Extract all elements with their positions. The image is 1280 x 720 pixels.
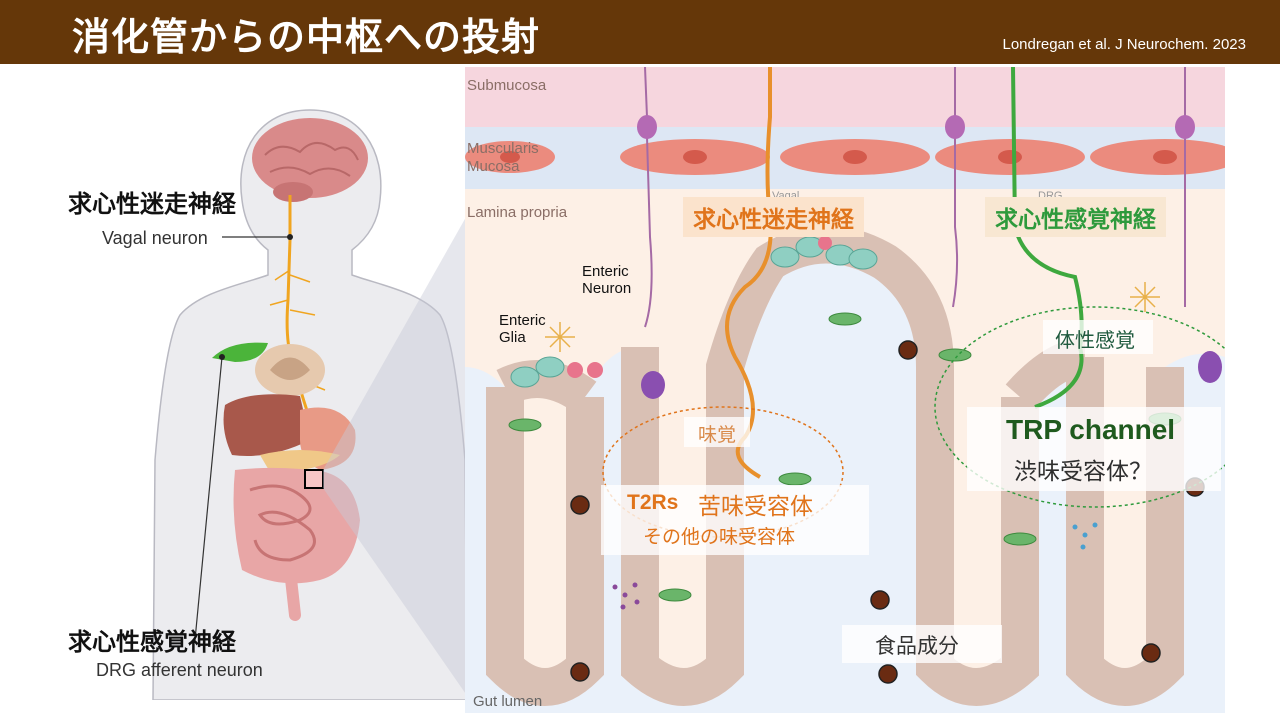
astringent-label: 渋味受容体？ (1014, 459, 1152, 485)
citation: Londregan et al. J Neurochem. 2023 (1002, 36, 1247, 53)
enteric-neuron-line-1: Enteric (582, 263, 629, 280)
other-taste-label: その他の味受容体 (643, 526, 796, 548)
vagal-label-en: Vagal neuron (102, 228, 208, 248)
sensory-tag: 求心性感覚神経 (985, 197, 1166, 237)
enteric-glia-line-1: Enteric (499, 312, 546, 329)
taste-label: 味覚 (698, 424, 737, 446)
enteric-glia-label: Enteric Glia (499, 312, 546, 346)
gut-wall-diagram: Submucosa Muscularis Mucosa Lamina propr… (465, 67, 1225, 713)
trp-region-ellipse (934, 306, 1225, 508)
food-box (842, 625, 1002, 663)
layer-gut-lumen: Gut lumen (473, 693, 543, 710)
enteric-neuron-line-2: Neuron (582, 280, 632, 297)
page-title: 消化管からの中枢への投射 (72, 15, 541, 59)
human-body-illustration (152, 109, 470, 700)
food-label: 食品成分 (875, 634, 959, 658)
trp-channel-label: TRP channel (1006, 414, 1176, 445)
trp-box (967, 407, 1221, 491)
layer-muscularis-1: Muscularis (467, 140, 539, 157)
enteric-neuron-label: Enteric Neuron (582, 263, 631, 297)
enteric-glia-line-2: Glia (499, 329, 526, 346)
layer-muscularis-2: Mucosa (467, 158, 520, 175)
t2rs-label: T2Rs (627, 491, 679, 514)
gut-wall-graphic (465, 67, 1225, 713)
layer-lamina-propria: Lamina propria (467, 204, 568, 221)
bitter-box (601, 485, 869, 555)
drg-label-jp: 求心性感覚神経 (68, 628, 236, 656)
title-bar: 消化管からの中枢への投射 Londregan et al. J Neuroche… (0, 0, 1280, 64)
drg-label-en: DRG afferent neuron (96, 660, 263, 680)
vagal-tag: 求心性迷走神経 (683, 197, 864, 237)
somatic-box (1043, 320, 1153, 354)
layer-submucosa: Submucosa (467, 77, 547, 94)
brain-shape (252, 118, 368, 198)
body-silhouette (152, 109, 468, 700)
bitter-receptor-label: 苦味受容体 (698, 494, 813, 520)
vagal-label-jp: 求心性迷走神経 (68, 190, 236, 218)
taste-box (684, 417, 750, 447)
somatic-label: 体性感覚 (1055, 328, 1135, 352)
taste-region-ellipse (602, 406, 844, 538)
